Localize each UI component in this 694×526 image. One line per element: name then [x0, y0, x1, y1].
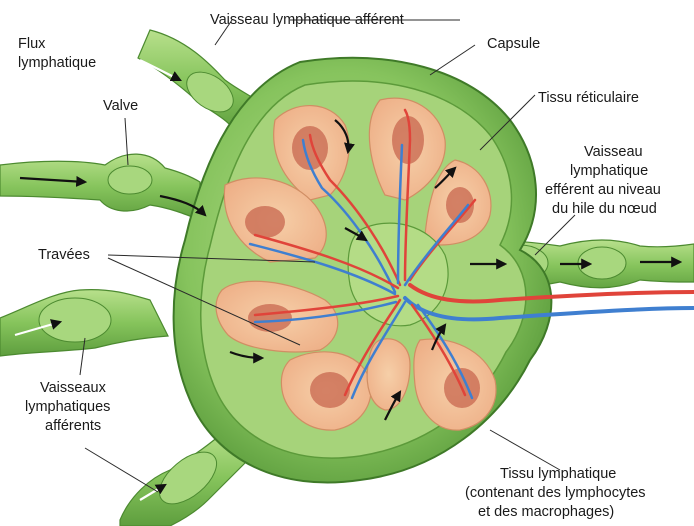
label-flux-line1: Flux: [18, 36, 46, 52]
label-tissu-lymph-line1: Tissu lymphatique: [500, 466, 616, 482]
label-tissu-lymph-line2: (contenant des lymphocytes: [465, 485, 646, 501]
label-afferent-vessel-top: Vaisseau lymphatique afférent: [210, 12, 404, 28]
label-capsule: Capsule: [487, 36, 540, 52]
label-flux-line2: lymphatique: [18, 55, 96, 71]
label-afferents-line3: afférents: [45, 418, 101, 434]
label-valve: Valve: [103, 98, 138, 114]
label-efferent-line2: lymphatique: [570, 163, 648, 179]
label-tissu-reticulaire: Tissu réticulaire: [538, 90, 639, 106]
valve-bulge: [108, 166, 152, 194]
label-afferents-line1: Vaisseaux: [40, 380, 107, 396]
label-efferent-line1: Vaisseau: [584, 144, 643, 160]
label-tissu-lymph-line3: et des macrophages): [478, 504, 614, 520]
label-travees: Travées: [38, 247, 90, 263]
label-efferent-line4: du hile du nœud: [552, 201, 657, 217]
label-efferent-line3: efférent au niveau: [545, 182, 661, 198]
label-afferents-line2: lymphatiques: [25, 399, 110, 415]
afferent-vessel-upper-left: [0, 154, 200, 220]
afferent-bulge-left: [39, 298, 111, 342]
